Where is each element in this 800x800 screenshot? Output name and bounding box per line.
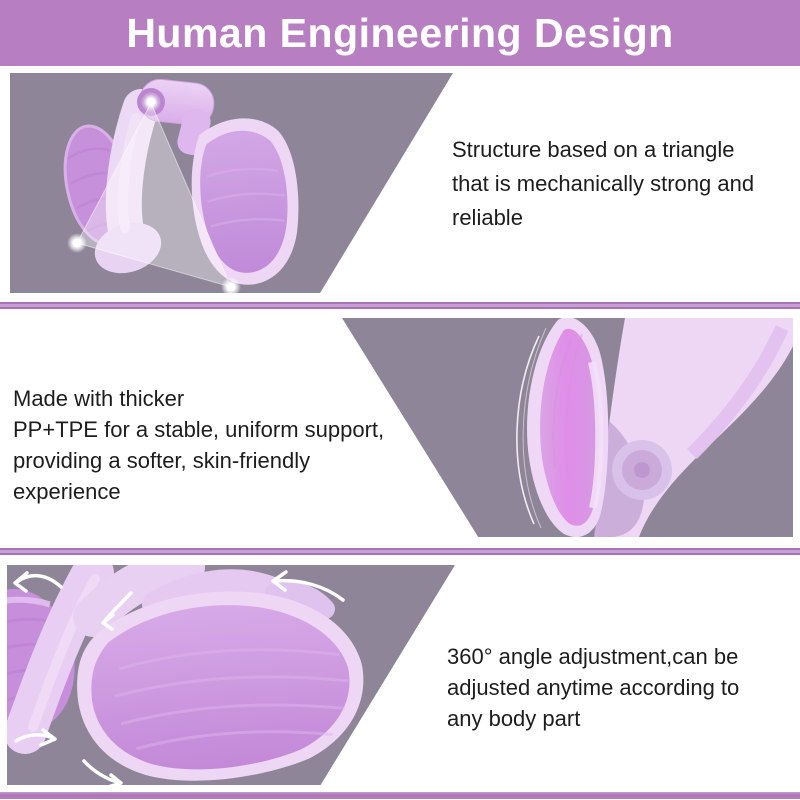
feature-text-material: Made with thicker PP+TPE for a stable, u…: [13, 386, 385, 504]
rotation-arrow-icon: [13, 571, 63, 593]
section-divider: [0, 548, 800, 555]
trainer-illustration: [63, 78, 299, 293]
rotation-arrow-icon: [271, 570, 345, 602]
bottom-divider: [0, 792, 800, 799]
right-pad: [191, 118, 299, 285]
feature-text-angle: 360° angle adjustment,can be adjusted an…: [447, 644, 740, 731]
header-banner: Human Engineering Design: [0, 0, 800, 66]
product-photo-angle-adjustment: [7, 565, 455, 785]
handle-straps: [73, 565, 335, 637]
material-closeup-illustration: [516, 318, 793, 537]
big-pad: [77, 591, 364, 781]
pivot-dot: [67, 233, 87, 253]
page-title: Human Engineering Design: [126, 10, 674, 56]
product-photo-triangle-view: [10, 73, 453, 293]
pivot-dot: [221, 277, 241, 293]
left-arm: [94, 89, 162, 274]
rotation-arrow-icon: [14, 728, 57, 747]
rotation-arrow-icon: [82, 759, 123, 785]
feature-text-triangle: Structure based on a triangle that is me…: [452, 137, 755, 230]
product-photo-material-closeup: [342, 318, 793, 537]
highlight-curve: [516, 327, 547, 529]
pad-closeup: [527, 318, 609, 537]
triangle-overlay: [76, 101, 232, 288]
rotation-arrow-icon: [101, 591, 133, 631]
pivot-dot: [141, 92, 161, 112]
section-divider: [0, 302, 800, 309]
angle-adjustment-illustration: [7, 565, 364, 785]
